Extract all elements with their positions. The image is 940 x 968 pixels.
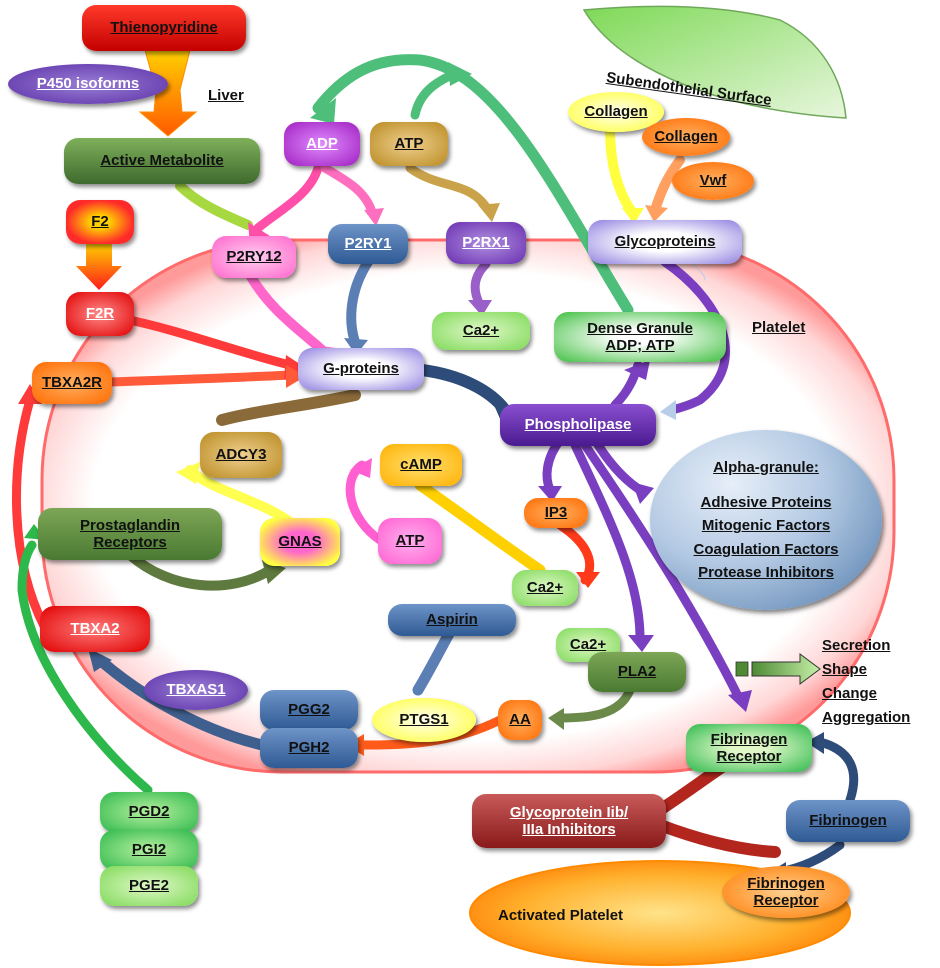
arrow-glycoproteins-to-phospholipase (660, 257, 730, 415)
arrow-tbxa2-to-tbxa2r (11, 395, 50, 633)
tbxas1-node: TBXAS1 (144, 670, 248, 710)
arrow-fibrinogen-to-receptor-top (815, 737, 859, 805)
outcome-shape: Shape (822, 661, 868, 678)
arrow-prostaglandin-to-gnas (125, 550, 275, 591)
subendothelial-surface (582, 5, 847, 119)
vwf-node: Vwf (672, 162, 754, 200)
platelet-label: Platelet (752, 319, 806, 336)
arrow-pgh2-to-tbxa2 (94, 654, 268, 751)
collagen-orange-node: Collagen (642, 118, 730, 156)
alpha-granule-title: Alpha-granule: (713, 458, 819, 476)
activated-platelet-label: Activated Platelet (498, 907, 624, 924)
arrow-adp-to-p2ry1 (320, 163, 377, 217)
arrow-pla2-to-aa (555, 685, 635, 723)
p2ry12-node: P2RY12 (212, 236, 296, 278)
pgd2-node: PGD2 (100, 792, 198, 832)
active-metabolite-node: Active Metabolite (64, 138, 260, 184)
arrow-tbxa2r-to-gproteins (103, 370, 295, 387)
liver-label: Liver (208, 87, 244, 104)
alpha-granule-item-coagulation: Coagulation Factors (693, 540, 839, 558)
alpha-granule-item-mitogenic: Mitogenic Factors (701, 517, 831, 535)
fibrinogen-receptor-bottom-line2: Receptor (753, 892, 819, 909)
arrow-metabolite-to-p2ry12 (175, 181, 253, 230)
arrow-pgd2-to-prostaglandin (17, 540, 153, 795)
aa-node: AA (498, 700, 542, 740)
arrow-f2-to-f2r (76, 244, 122, 290)
fibrinogen-receptor-top-node: Fibrinagen Receptor (686, 724, 812, 772)
arrow-atp-to-p2rx1 (405, 163, 493, 215)
outcome-change: Change (822, 685, 878, 702)
outcome-aggregation: Aggregation (822, 709, 911, 726)
p2rx1-node: P2RX1 (446, 222, 526, 264)
dense-granule-line1: Dense Granule (587, 319, 693, 337)
aspirin-node: Aspirin (388, 604, 516, 636)
fibrinogen-receptor-bottom-node: Fibrinogen Receptor (722, 866, 850, 918)
thienopyridine-node: Thienopyridine (82, 5, 246, 51)
alpha-granule-item-protease: Protease Inhibitors (698, 563, 834, 581)
arrow-aspirin-to-ptgs1 (412, 626, 456, 696)
gp-inhibitor-line2: IIIa Inhibitors (522, 821, 616, 838)
dense-granule-line2: ADP; ATP (605, 337, 675, 354)
fibrinogen-node: Fibrinogen (786, 800, 910, 842)
arrow-collagen-to-glycoproteins (605, 123, 637, 217)
ca-ip3-node: Ca2+ (512, 570, 578, 606)
atp-top-node: ATP (370, 122, 448, 166)
pgh2-node: PGH2 (260, 728, 358, 768)
dense-granule-node: Dense Granule ADP; ATP (554, 312, 726, 362)
outcome-secretion: Secretion (822, 637, 891, 654)
collagen-yellow-node: Collagen (568, 92, 664, 132)
adcy3-node: ADCY3 (200, 432, 282, 478)
pgi2-node: PGI2 (100, 830, 198, 870)
phospholipase-node: Phospholipase (500, 404, 656, 446)
arrow-p2ry12-to-gproteins (245, 270, 327, 355)
p450-isoforms-node: P450 isoforms (8, 64, 168, 104)
gp-inhibitor-node: Glycoprotein Iib/ IIIa Inhibitors (472, 794, 666, 848)
fibrinogen-receptor-top-line1: Fibrinagen (710, 730, 788, 748)
f2r-node: F2R (66, 292, 134, 336)
arrow-gproteins-to-phospholipase (416, 364, 511, 416)
arrow-f2r-to-gproteins (115, 313, 295, 370)
alpha-granule-item-adhesive: Adhesive Proteins (700, 494, 832, 512)
tbxa2r-node: TBXA2R (32, 362, 112, 404)
gp-inhibitor-line1: Glycoprotein Iib/ (509, 803, 629, 821)
arrow-collagen2-to-glycoproteins (650, 155, 685, 215)
tbxa2-node: TBXA2 (40, 606, 150, 652)
pgg2-node: PGG2 (260, 690, 358, 730)
ca-pla2-node: Ca2+ (556, 628, 620, 662)
g-proteins-node: G-proteins (298, 348, 424, 390)
arrowheads (18, 62, 824, 884)
arrow-adp-to-p2ry12 (253, 163, 323, 233)
arrow-p2ry1-to-gproteins (346, 257, 373, 347)
arrow-camp-to-ca (414, 479, 546, 576)
ip3-node: IP3 (524, 498, 588, 528)
pla2-node: PLA2 (588, 652, 686, 692)
prostaglandin-receptors-node: Prostaglandin Receptors (38, 508, 222, 560)
f2-node: F2 (66, 200, 134, 244)
alpha-granule: Alpha-granule: Adhesive Proteins Mitogen… (650, 430, 882, 610)
atp-mid-node: ATP (378, 518, 442, 564)
fibrinogen-receptor-bottom-line1: Fibrinogen (747, 874, 825, 892)
camp-node: cAMP (380, 444, 462, 486)
arrow-gproteins-to-adcy3 (216, 389, 361, 426)
fibrinogen-receptor-top-line2: Receptor (716, 748, 782, 765)
arrow-phospholipase-to-fibrinogen-receptor (580, 440, 745, 705)
ca-p2rx1-node: Ca2+ (432, 312, 530, 350)
outcome-arrow (735, 653, 821, 685)
adp-node: ADP (284, 122, 360, 166)
p2ry1-node: P2RY1 (328, 224, 408, 264)
gnas-node: GNAS (260, 518, 340, 566)
inhibitor-line-bottom (654, 819, 781, 858)
pge2-node: PGE2 (100, 866, 198, 906)
arrow-phospholipase-to-pla2 (570, 440, 645, 643)
arrow-thienopyridine-to-metabolite (138, 49, 198, 137)
glycoproteins-node: Glycoproteins (588, 220, 742, 264)
ptgs1-node: PTGS1 (372, 698, 476, 742)
